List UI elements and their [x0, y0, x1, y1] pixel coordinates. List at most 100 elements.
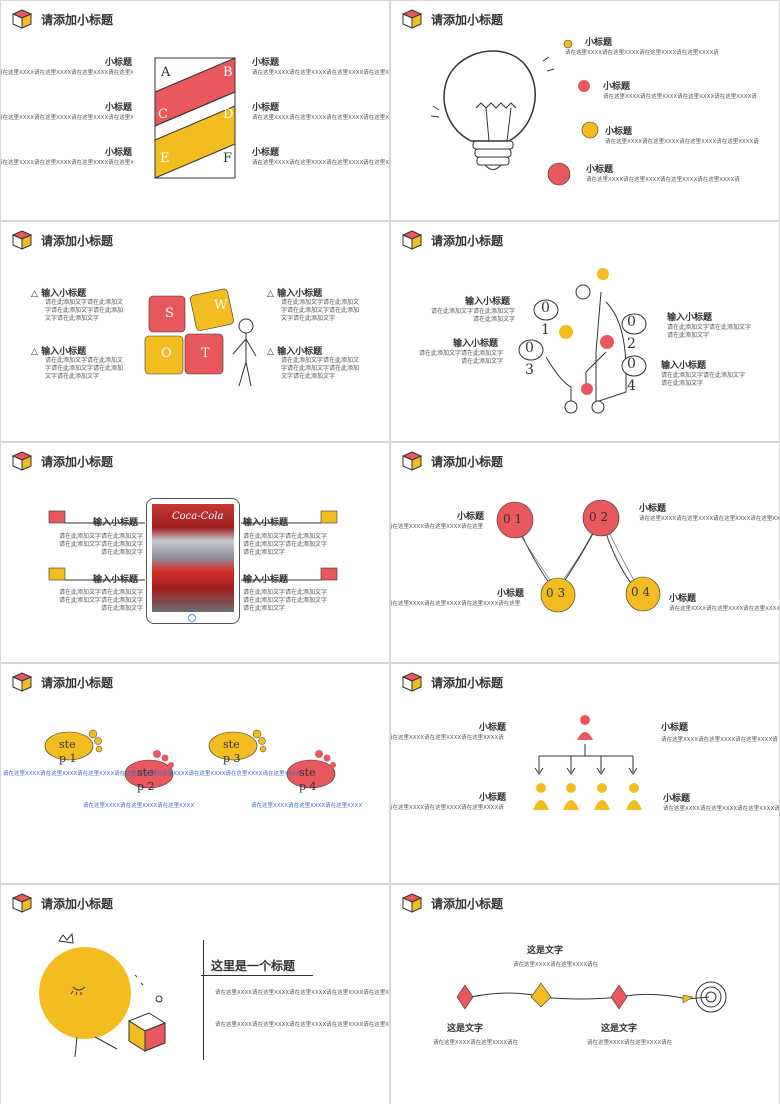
slide-header: 请添加小标题 — [11, 449, 113, 473]
subtitle-3: 小标题 — [605, 127, 633, 137]
step1-bottom: p 1 — [59, 752, 77, 765]
subtitle-4: 小标题 — [663, 794, 691, 804]
slide-title: 请添加小标题 — [431, 675, 504, 690]
letter-e: E — [160, 151, 170, 166]
subtitle-3: △ 输入小标题 — [267, 289, 323, 299]
step2-bottom: p 2 — [137, 780, 155, 793]
body-line-1: 请在这里XXXX请在这里XXXX请在这里XXXX请在这里XXXX请在这里X — [215, 990, 389, 996]
desc-2: 请在这里XXXX请在这里XXXX请在这里XXXX请在这里XXXX请 — [639, 516, 779, 522]
slide-title: 请添加小标题 — [431, 454, 504, 469]
cube-logo-icon — [401, 893, 423, 913]
cube-logo-icon — [11, 893, 33, 913]
heading-divider — [203, 940, 317, 1060]
desc-1: 请在此添加文字请在此添加文字请在此添加文字请在此添加文字请在此添加文字 — [45, 299, 124, 322]
subtitle-1-text: 输入小标题 — [41, 289, 87, 299]
timeline-desc-left: 请在这里XXXX请在这里XXXX请在 — [433, 1040, 519, 1046]
desc-5: 请在这里XXXX请在这里XXXX请在这里XXXX请在这里XXXX请 — [252, 115, 389, 121]
slide-header: 请添加小标题 — [401, 7, 503, 31]
desc-2: 请在这里XXXX请在这里XXXX请在这里XXXX请 — [661, 737, 778, 743]
step4-top: ste — [299, 766, 316, 779]
timeline-desc-right: 请在这里XXXX请在这里XXXX请在 — [587, 1040, 673, 1046]
desc-1: 请在此添加文字请在此添加文字请在此添加文字 — [430, 308, 515, 323]
slide-title: 请添加小标题 — [41, 896, 114, 911]
slide-4[interactable]: 请添加小标题 输入小标题 请在此添加文字请在此添加文字请在此添加文字 输入小标题… — [391, 222, 779, 441]
desc-2: 请在此添加文字请在此添加文字请在此添加文字请在此添加文字请在此添加文字 — [45, 357, 124, 380]
slide-header: 请添加小标题 — [401, 670, 503, 694]
slide-9[interactable]: 请添加小标题 这里是一个标题 请在这里XXXX请在这里XXXX请在这里XXXX请… — [1, 885, 389, 1104]
step-line-left: 请在这里XXXX请在这里XXXX请在这里XXXX — [83, 803, 195, 809]
slide-3[interactable]: 请添加小标题 △ 输入小标题 请在此添加文字请在此添加文字请在此添加文字请在此添… — [1, 222, 389, 441]
cube-logo-icon — [11, 230, 33, 250]
slide-2[interactable]: 请添加小标题 小标题 请在这里XXXX请在这里XXXX请在这里XXXX请在这里X… — [391, 1, 779, 220]
subtitle-6: 小标题 — [252, 148, 280, 158]
subtitle-4: △ 输入小标题 — [267, 347, 323, 357]
heading-underline — [201, 975, 313, 976]
letter-d: D — [223, 107, 234, 122]
puzzle-o: O — [161, 346, 172, 361]
left-flags — [48, 510, 145, 581]
subtitle-2-text: 输入小标题 — [41, 347, 87, 357]
timeline-label-right: 这是文字 — [601, 1024, 638, 1034]
timeline-label-top: 这是文字 — [527, 946, 564, 956]
circle-02: 0 2 — [589, 510, 609, 524]
slide-1[interactable]: 请添加小标题 小标题 请在这里XXXX请在这里XXXX请在这里XXXX请在这里X… — [1, 1, 389, 220]
cube-logo-icon — [401, 451, 423, 471]
slide-header: 请添加小标题 — [11, 7, 113, 31]
subtitle-1: 小标题 — [105, 58, 133, 68]
desc-4: 请在此添加文字请在此添加文字请在此添加文字请在此添加文字请在此添加文字 — [243, 589, 328, 612]
subtitle-4: 输入小标题 — [243, 575, 289, 585]
letter-b: B — [223, 65, 233, 80]
home-button[interactable] — [188, 614, 196, 622]
subtitle-2: 小标题 — [105, 103, 133, 113]
slide-title: 请添加小标题 — [431, 233, 504, 248]
num-2: 2 — [627, 336, 636, 352]
subtitle-3: 小标题 — [479, 793, 507, 803]
slide-header: 请添加小标题 — [11, 670, 113, 694]
swot-puzzle — [144, 288, 257, 387]
desc-4: 请在此添加文字请在此添加文字请在此添加文字请在此添加文字请在此添加文字 — [281, 357, 360, 380]
num-0a: 0 — [541, 300, 550, 316]
subtitle-4: 小标题 — [586, 165, 614, 175]
subtitle-1: 输入小标题 — [93, 518, 139, 528]
slide-10[interactable]: 请添加小标题 这是文字 请在这里XXXX请在这里XXXX请在 这是文字 请在这里… — [391, 885, 779, 1104]
letter-c: C — [158, 107, 168, 122]
step3-bottom: p 3 — [223, 752, 241, 765]
slide-7[interactable]: 请添加小标题 ste p 1 ste p 2 ste p 3 ste p 4 请… — [1, 664, 389, 883]
cube-logo-icon — [11, 9, 33, 29]
dots-column — [547, 39, 599, 186]
subtitle-1: 小标题 — [457, 512, 485, 522]
subtitle-2: 小标题 — [639, 504, 667, 514]
subtitle-4: 小标题 — [669, 594, 697, 604]
slide-8[interactable]: 请添加小标题 小标题 请在这里XXXX请在这里XXXX请在这里XXXX请 小标题… — [391, 664, 779, 883]
lightbulb-icon — [430, 50, 555, 170]
cube-logo-icon — [401, 230, 423, 250]
desc-6: 请在这里XXXX请在这里XXXX请在这里XXXX请在这里XXXX请 — [252, 160, 389, 166]
puzzle-w: W — [214, 298, 228, 313]
slide-6[interactable]: 请添加小标题 0 1 0 2 0 3 0 4 小标题 请在这里XXXX请在这里X… — [391, 443, 779, 662]
cube-logo-icon — [401, 9, 423, 29]
slide-header: 请添加小标题 — [401, 449, 503, 473]
sleepy-character — [39, 932, 167, 1058]
slide-5[interactable]: 请添加小标题 输入小标题 请在此添加文字请在此添加文字请在此添加文字请在此添加文… — [1, 443, 389, 662]
subtitle-4: 输入小标题 — [661, 361, 707, 371]
subtitle-1: 输入小标题 — [465, 297, 511, 307]
slide-title: 请添加小标题 — [431, 12, 504, 27]
desc-3: 请在这里XXXX请在这里XXXX请在这里XXXX请在这里XXXX请 — [391, 601, 521, 607]
timeline-label-left: 这是文字 — [447, 1024, 484, 1034]
subtitle-2: △ 输入小标题 — [31, 347, 87, 357]
circuit-diagram — [518, 268, 647, 414]
subtitle-2: 小标题 — [661, 723, 689, 733]
cube-logo-icon — [11, 672, 33, 692]
subtitle-3: 输入小标题 — [667, 313, 713, 323]
org-chart — [533, 715, 642, 810]
slide-header: 请添加小标题 — [11, 891, 113, 915]
w-diagram — [496, 499, 661, 613]
desc-1: 请在这里XXXX请在这里XXXX请在这里XXXX请在这里XXXX请 — [1, 70, 133, 76]
timeline-desc-top: 请在这里XXXX请在这里XXXX请在 — [513, 962, 599, 968]
puzzle-s: S — [165, 306, 174, 321]
num-0c: 0 — [525, 340, 534, 356]
desc-1: 请在此添加文字请在此添加文字请在此添加文字请在此添加文字请在此添加文字 — [58, 533, 143, 556]
subtitle-1: 小标题 — [585, 38, 613, 48]
desc-2: 请在这里XXXX请在这里XXXX请在这里XXXX请在这里XXXX请 — [1, 115, 133, 121]
